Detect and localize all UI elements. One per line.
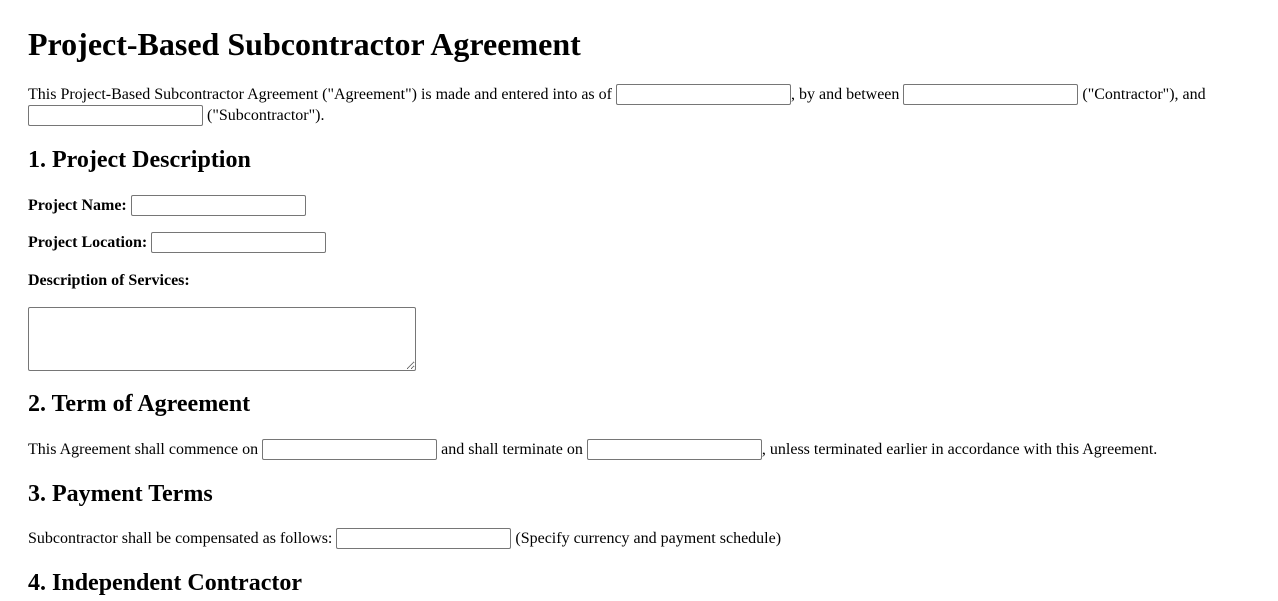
description-of-services-row: Description of Services: [28,270,1250,292]
intro-text-after-date: , by and between [790,85,900,103]
intro-text-after-subcontractor: ("Subcontractor"). [207,107,325,125]
intro-text-before-date: This Project-Based Subcontractor Agreeme… [28,85,612,103]
section-heading-independent-contractor: 4. Independent Contractor [28,569,302,596]
section-heading-term-of-agreement: 2. Term of Agreement [28,391,251,418]
commence-date-input[interactable] [262,438,438,460]
payment-text-after-input: (Specify currency and payment schedule) [515,530,782,548]
section-heading-project-description: 1. Project Description [28,146,251,173]
payment-paragraph: Subcontractor shall be compensated as fo… [28,528,1250,550]
term-text-before-commence: This Agreement shall commence on [28,440,259,458]
term-text-between: and shall terminate on [441,440,583,458]
term-paragraph: This Agreement shall commence on and sha… [28,438,1250,461]
terminate-date-input[interactable] [586,438,762,460]
description-of-services-label: Description of Services: [28,271,190,289]
project-name-input[interactable] [130,194,306,216]
project-location-input[interactable] [151,232,327,254]
payment-text-before-input: Subcontractor shall be compensated as fo… [28,530,333,548]
project-name-row: Project Name: [28,194,1250,217]
page-title: Project-Based Subcontractor Agreement [28,26,581,62]
term-text-after: , unless terminated earlier in accordanc… [761,440,1158,458]
project-name-label: Project Name: [28,196,127,214]
description-of-services-textarea[interactable] [28,307,416,372]
compensation-input[interactable] [336,528,512,550]
section-heading-payment-terms: 3. Payment Terms [28,480,213,507]
description-of-services-textarea-row [28,307,1250,372]
agreement-date-input[interactable] [615,83,791,105]
project-location-label: Project Location: [28,234,148,252]
contractor-name-input[interactable] [903,83,1079,105]
intro-text-after-contractor: ("Contractor"), and [1082,85,1206,103]
intro-paragraph: This Project-Based Subcontractor Agreeme… [28,83,1250,127]
subcontractor-name-input[interactable] [28,105,203,127]
project-location-row: Project Location: [28,232,1250,254]
